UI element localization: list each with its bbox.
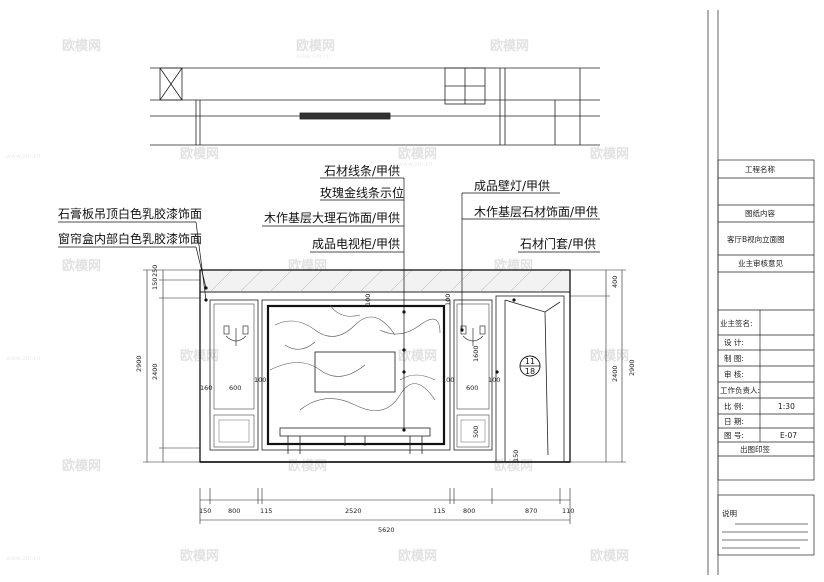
watermark-url: www.om.cn <box>6 555 41 562</box>
tb-stamp: 出图印签 <box>740 444 770 454</box>
callout-marble-facing: 木作基层大理石饰面/甲供 <box>264 211 400 225</box>
dim-inner-600b: 600 <box>466 384 478 392</box>
dim-right-2900: 2900 <box>628 359 636 376</box>
watermark: 欧模网 <box>490 38 529 54</box>
dim-bottom-870: 870 <box>525 507 537 515</box>
watermark: 欧模网 <box>62 458 101 474</box>
watermark-layer: 欧模网 欧模网 欧模网 欧模网 欧模网 欧模网 欧模网 欧模网 欧模网 欧模网 … <box>6 38 629 564</box>
tb-date-label: 日 期: <box>724 417 744 426</box>
dim-left-150: 150 <box>151 278 159 290</box>
wall-sconce-icon <box>460 325 486 346</box>
callout-stone-facing: 木作基层石材饰面/甲供 <box>474 205 598 219</box>
dim-inner-600a: 600 <box>229 384 241 392</box>
tb-owner-sign: 业主签名: <box>720 318 753 328</box>
callout-stone-molding: 石材线条/甲供 <box>324 164 400 178</box>
dim-inner-1600: 1600 <box>472 345 480 362</box>
callout-rose-gold-strip: 玫瑰金线条示位 <box>320 185 404 200</box>
dim-left-250: 250 <box>151 265 159 277</box>
bottom-dimensions <box>199 488 571 524</box>
watermark: 欧模网 <box>398 348 437 364</box>
watermark: 欧模网 <box>180 146 219 162</box>
section-marker-top: 11 <box>525 357 535 366</box>
dim-left-2900: 2900 <box>135 355 143 372</box>
dim-bottom-800a: 800 <box>228 507 240 515</box>
watermark: 欧模网 <box>288 458 327 474</box>
tv-cabinet <box>279 427 431 454</box>
dim-inner-100b: 100 <box>254 376 266 384</box>
watermark: 欧模网 <box>62 38 101 54</box>
callout-tv-cabinet: 成品电视柜/甲供 <box>312 236 400 251</box>
watermark: 欧模网 <box>180 548 219 564</box>
watermark-url: www.om.cn <box>398 161 433 168</box>
dim-inner-100c: 100 <box>442 376 454 384</box>
section-marker: 11 18 <box>519 355 541 377</box>
dim-inner-100d: 100 <box>488 376 500 384</box>
callout-wall-sconce: 成品壁灯/甲供 <box>474 178 550 193</box>
tb-review: 审 核: <box>724 369 744 379</box>
tb-drawing-name: 客厅B视向立面图 <box>727 234 785 244</box>
watermark-url: www.om.cn <box>6 153 41 160</box>
right-dimensions <box>570 269 626 463</box>
tb-draft: 制 图: <box>724 353 744 363</box>
tb-owner-review: 业主审核意见 <box>738 258 783 268</box>
tb-sheet-value: E-07 <box>780 431 797 440</box>
watermark: 欧模网 <box>590 548 629 564</box>
dim-bottom-110: 110 <box>562 507 574 515</box>
callout-curtain-box: 窗帘盒内部白色乳胶漆饰面 <box>58 231 202 246</box>
wall-sconce-icon <box>223 325 249 346</box>
section-marker-bottom: 18 <box>525 367 535 376</box>
wall-elevation: 11 18 <box>199 269 571 463</box>
ceiling-section <box>150 67 600 146</box>
watermark: 欧模网 <box>590 146 629 162</box>
tb-design: 设 计: <box>724 337 744 347</box>
dim-inner-500: 500 <box>472 426 480 438</box>
marble-pattern <box>269 304 441 411</box>
dim-inner-150: 150 <box>512 450 520 462</box>
tb-scale-value: 1:30 <box>778 402 795 411</box>
tb-drawing-content: 图纸内容 <box>745 208 775 218</box>
dim-bottom-115a: 115 <box>260 507 272 515</box>
tb-scale-label: 比 例: <box>724 401 744 411</box>
dim-inner-100a: 100 <box>364 294 372 306</box>
dim-bottom-total: 5620 <box>378 526 395 534</box>
callout-stone-door-casing: 石材门套/甲供 <box>520 236 596 251</box>
tb-project-name: 工程名称 <box>745 164 775 174</box>
dim-right-2400: 2400 <box>611 365 619 382</box>
dim-bottom-2520: 2520 <box>345 507 362 515</box>
watermark-url: www.om.cn <box>296 53 331 60</box>
watermark: 欧模网 <box>62 258 101 274</box>
tb-notes: 说明 <box>722 508 737 518</box>
tv-screen <box>314 351 396 393</box>
dim-bottom-800b: 800 <box>463 507 475 515</box>
watermark: 欧模网 <box>590 348 629 364</box>
tb-sheet-label: 图 号: <box>724 431 744 440</box>
watermark: 欧模网 <box>398 146 437 162</box>
watermark-url: www.om.cn <box>6 355 41 362</box>
door-frame <box>495 295 565 463</box>
tb-manager: 工作负责人: <box>720 385 760 395</box>
leader-lines <box>58 177 600 430</box>
inner-dimensions: 100 160 600 100 100 600 100 100 1600 500… <box>200 294 520 462</box>
leader-dots <box>204 286 516 432</box>
callout-gypsum-ceiling: 石膏板吊顶白色乳胶漆饰面 <box>58 206 202 221</box>
dim-left-2400: 2400 <box>151 363 159 380</box>
dim-bottom-115b: 115 <box>433 507 445 515</box>
dim-inner-160: 160 <box>200 384 212 392</box>
watermark: 欧模网 <box>296 38 335 54</box>
notes-lines <box>722 523 808 549</box>
dim-bottom-150: 150 <box>199 507 211 515</box>
watermark: 欧模网 <box>398 548 437 564</box>
left-dimensions <box>143 269 200 463</box>
dim-inner-100e: 100 <box>444 294 452 306</box>
bottom-dim-labels: 150 800 115 2520 115 800 870 110 5620 <box>199 507 574 534</box>
title-block <box>707 10 815 575</box>
callouts: 石膏板吊顶白色乳胶漆饰面 窗帘盒内部白色乳胶漆饰面 石材线条/甲供 玫瑰金线条示… <box>58 164 598 251</box>
dim-right-400: 400 <box>611 276 619 288</box>
title-block-text: 工程名称 图纸内容 客厅B视向立面图 业主审核意见 业主签名: 设 计: 制 图… <box>720 164 797 518</box>
